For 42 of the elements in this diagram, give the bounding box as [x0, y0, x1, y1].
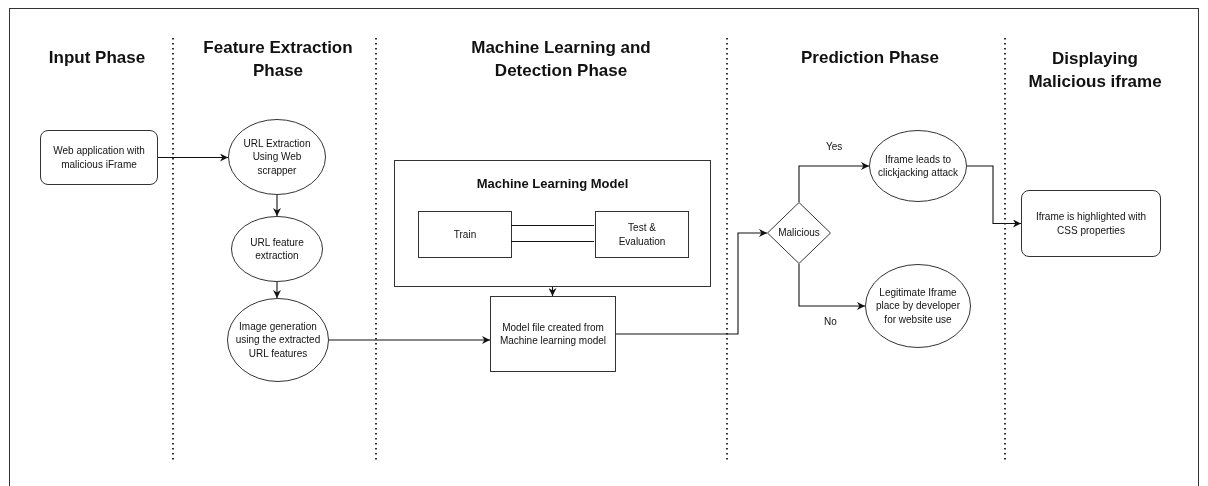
node-label: Image generation using the extracted URL features [234, 319, 322, 361]
node-label: Iframe is highlighted with CSS properties [1034, 210, 1148, 237]
phase-heading: Input Phase [47, 47, 147, 69]
process-box [394, 160, 711, 287]
arrow [966, 165, 1022, 228]
rounded-process-box [1021, 190, 1161, 257]
node-label: Legitimate Iframe place by developer for website use [875, 285, 961, 327]
decision-diamond [767, 202, 831, 264]
connector-line [510, 240, 595, 243]
process-ellipse [231, 216, 323, 282]
node-label: Train [452, 227, 478, 242]
rounded-process-box [40, 130, 158, 185]
node-label: URL Extraction Using Web scrapper [242, 136, 312, 178]
connector-line [510, 224, 595, 227]
node-label: Web application with malicious iFrame [52, 144, 146, 171]
process-box [418, 211, 512, 258]
node-label: Malicious [777, 226, 821, 240]
node-label: Test & Evaluation [617, 221, 667, 248]
phase-heading: Machine Learning and Detection Phase [470, 37, 652, 82]
node-label: Iframe leads to clickjacking attack [877, 152, 959, 180]
node-label: Model file created from Machine learning model [498, 320, 608, 348]
phase-heading: Prediction Phase [800, 47, 940, 69]
arrow [328, 336, 491, 344]
arrow [615, 229, 768, 335]
group-heading: Machine Learning Model [475, 175, 630, 193]
node-label: URL feature extraction [249, 235, 305, 263]
arrow [548, 286, 557, 297]
arrow [273, 281, 281, 299]
process-box [490, 296, 616, 372]
arrow [798, 162, 870, 203]
process-ellipse [865, 264, 971, 348]
phase-heading: Feature Extraction Phase [202, 37, 354, 82]
edge-label: Yes [824, 141, 845, 152]
process-ellipse [869, 130, 967, 202]
arrow [798, 263, 866, 310]
process-box [595, 211, 689, 258]
edge-label: No [822, 316, 839, 327]
arrow [273, 194, 281, 217]
process-ellipse [228, 119, 326, 195]
arrow [157, 153, 229, 162]
process-ellipse [227, 298, 329, 382]
phase-heading: Displaying Malicious iframe [1027, 48, 1163, 93]
